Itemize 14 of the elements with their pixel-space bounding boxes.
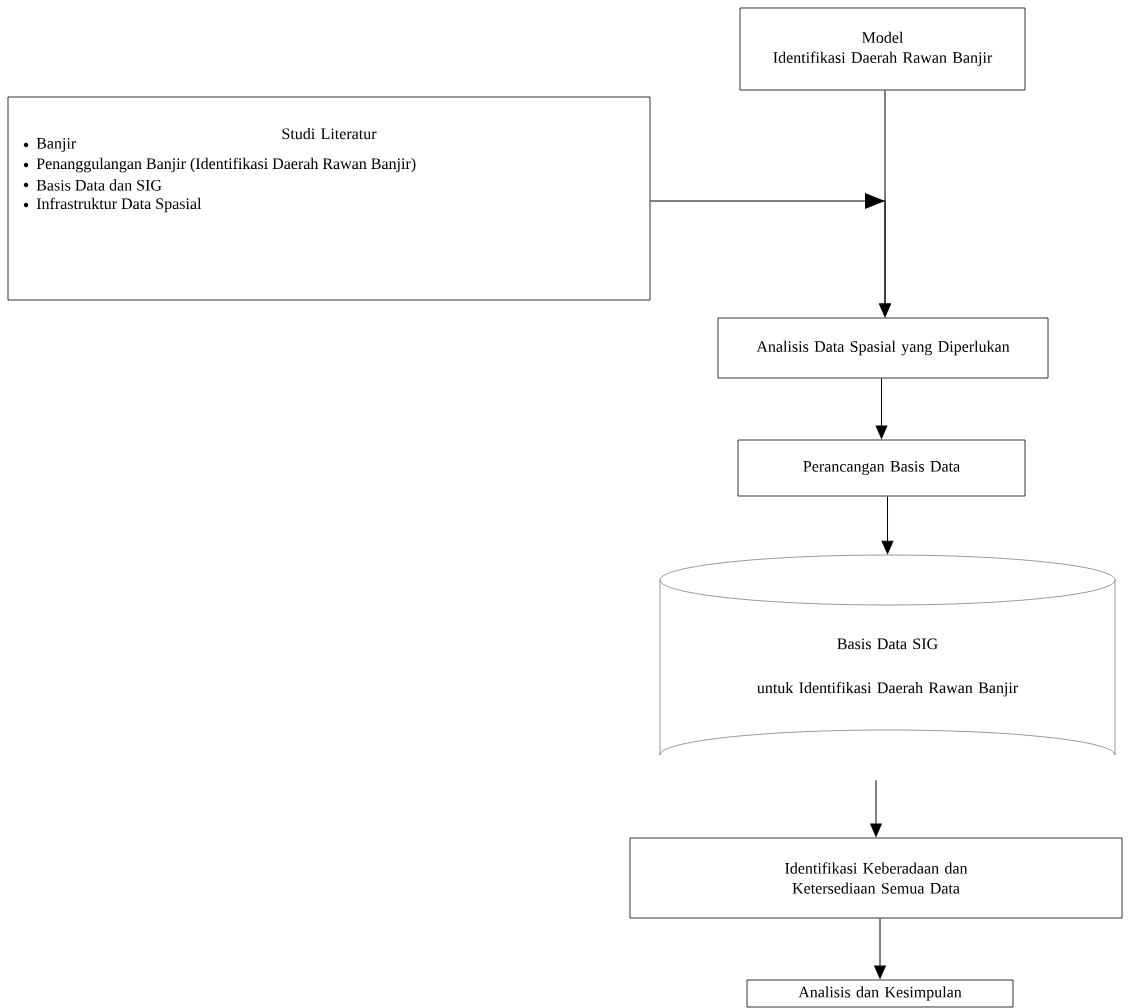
process-box: Analisis Data Spasial yang Diperlukan [717,317,1049,379]
literature-box: Studi Literatur Banjir Penanggulangan Banjir (Identifikasi Daerah Rawan Banjir) Basis Data dan SIG Infrastruktur Data Spasial [7,96,651,301]
process-box: Perancangan Basis Data [737,439,1026,497]
arrow [870,779,882,837]
process-box: Identifikasi Keberadaan dan Ketersediaan Semua Data [629,837,1123,919]
process-box: Model Identifikasi Daerah Rawan Banjir [739,7,1026,91]
arrow [874,917,886,979]
process-box: Analisis dan Kesimpulan [746,979,1014,1008]
arrow [649,193,891,317]
node-label: untuk Identifikasi Daerah Rawan Banjir [757,681,1019,697]
node-label: Basis Data SIG [837,638,938,650]
arrow [881,495,894,555]
arrow [875,377,888,439]
database-cylinder: Basis Data SIG untuk Identifikasi Daerah Rawan Banjir [659,554,1116,756]
